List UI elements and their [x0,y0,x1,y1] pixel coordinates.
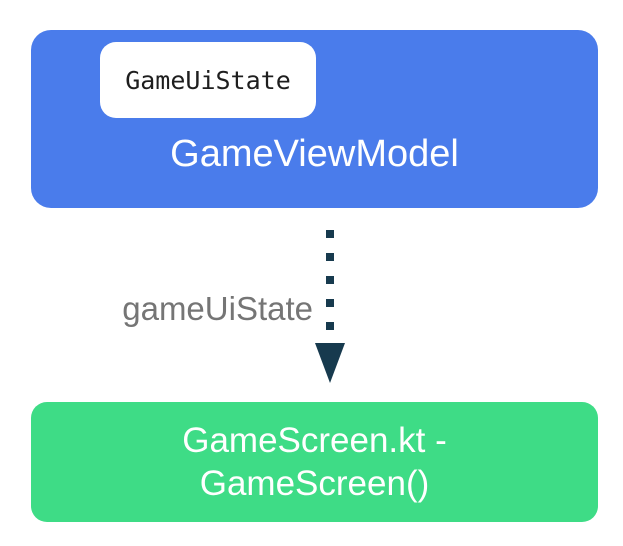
gameuistate-chip-label: GameUiState [125,65,291,95]
arrowhead-down-icon [315,343,345,383]
gamescreen-title-line2: GameScreen() [199,464,430,503]
gameviewmodel-box: GameUiState GameViewModel [31,30,598,208]
gamescreen-box: GameScreen.kt - GameScreen() [31,402,598,522]
gamescreen-title-line1: GameScreen.kt - [182,421,447,460]
arrow-dot [326,322,334,330]
arrow-dot [326,230,334,238]
arrow-dot [326,299,334,307]
arrow-label: gameUiState [122,290,313,327]
gameviewmodel-title: GameViewModel [170,133,459,175]
arrow-dot [326,253,334,261]
gameuistate-chip: GameUiState [100,42,316,118]
arrow-dot [326,276,334,284]
